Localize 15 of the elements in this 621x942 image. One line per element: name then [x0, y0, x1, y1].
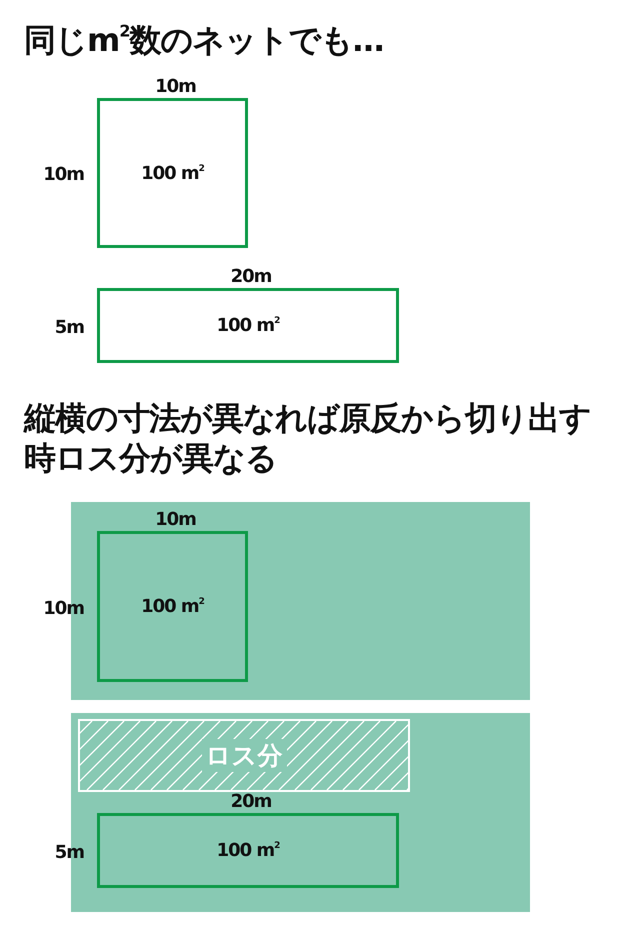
dimension-label: 20m	[230, 791, 272, 812]
dimension-label: 10m	[154, 76, 197, 97]
dimension-label: 10m	[43, 598, 84, 618]
heading: 縦横の寸法が異なれば原反から切り出す時ロス分が異なる	[24, 398, 592, 478]
area-label: ロス分	[202, 739, 286, 772]
dimension-label: 10m	[43, 164, 84, 185]
area-value: 100 m$^{2}$	[141, 596, 204, 617]
dimension-label: 5m	[54, 316, 84, 338]
heading: 同じm$^{2}$数のネットでも…	[24, 20, 384, 60]
area-value: 100 m$^{2}$	[141, 162, 204, 184]
area-value: 100 m$^{2}$	[216, 840, 280, 861]
dimension-label: 10m	[154, 509, 197, 530]
dimension-label: 20m	[230, 266, 272, 287]
area-value: 100 m$^{2}$	[216, 315, 280, 336]
dimension-label: 5m	[54, 842, 84, 862]
